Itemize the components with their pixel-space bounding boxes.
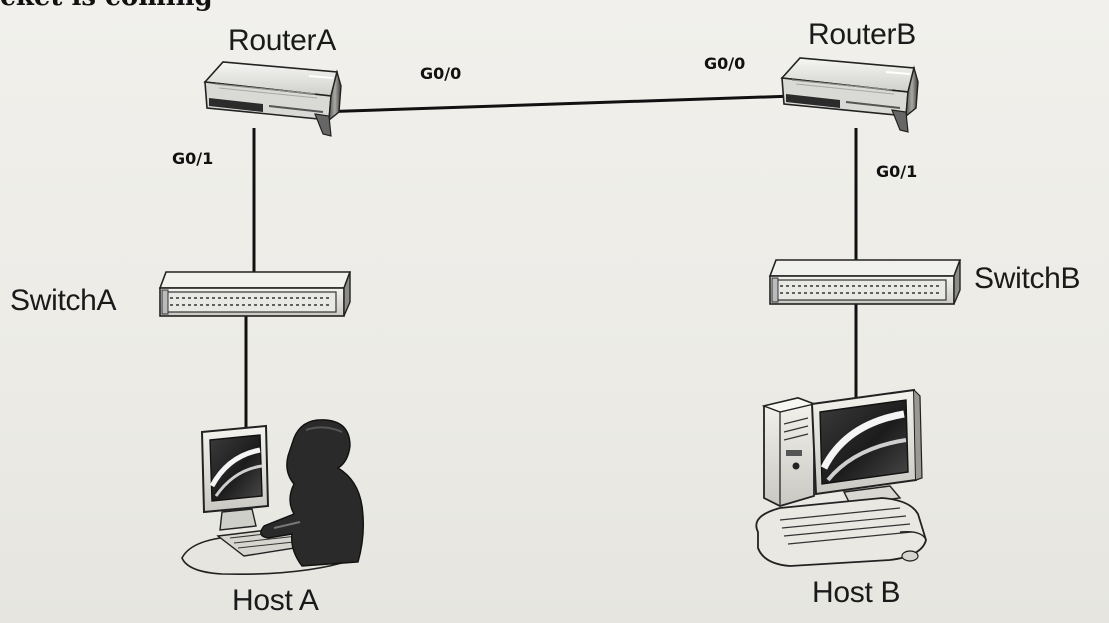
cropped-header-text: cket is coming [0,0,213,10]
switcha-label: SwitchA [10,284,117,317]
switchb-label: SwitchB [974,262,1081,295]
workstation-with-user-icon [181,419,365,576]
routera-g00-port-label: G0/0 [420,64,462,83]
host-a-label: Host A [232,584,319,617]
router-icon [204,61,342,137]
routera-g01-port-label: G0/1 [172,149,214,168]
router-icon [781,57,919,133]
link-routera-routerb [317,94,795,114]
routerb-label: RouterB [808,18,916,51]
routerb-g01-port-label: G0/1 [876,162,918,181]
routera-label: RouterA [228,24,336,57]
routerb-g00-port-label: G0/0 [704,54,746,73]
host-b-label: Host B [812,576,901,609]
switch-icon [769,259,961,305]
switch-icon [159,271,351,317]
desktop-computer-icon [755,388,927,567]
